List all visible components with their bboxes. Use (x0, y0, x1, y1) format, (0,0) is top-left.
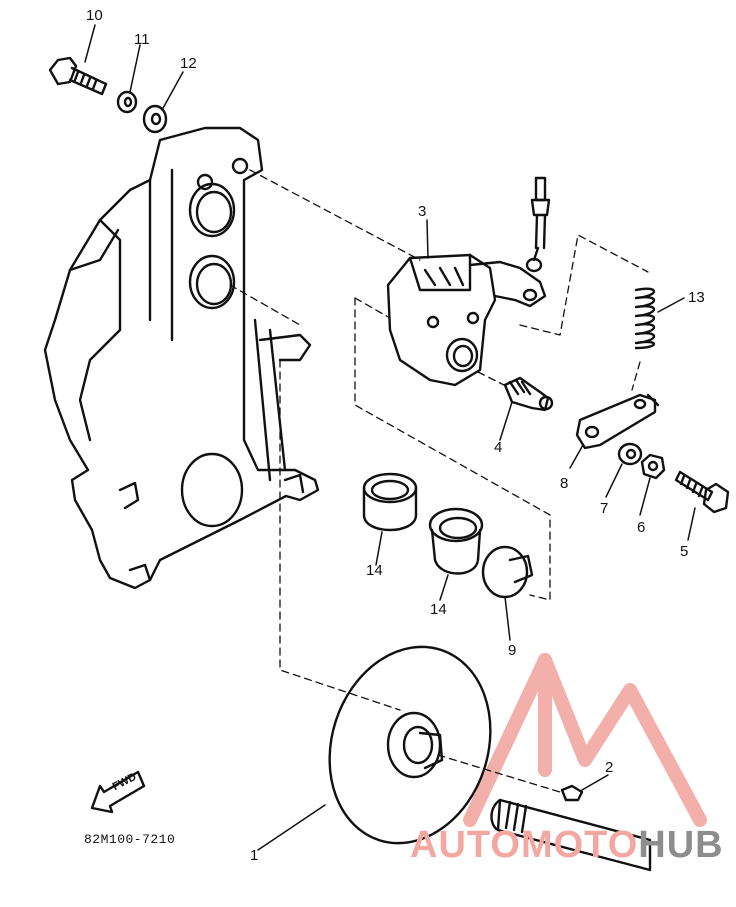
callout-9: 9 (508, 642, 517, 659)
part-12-washer (142, 104, 168, 134)
part-10-bolt (48, 56, 108, 96)
housing-cover (43, 126, 320, 590)
assembly-dashed-lines (229, 169, 649, 793)
callout-11: 11 (134, 31, 150, 48)
callout-8: 8 (560, 475, 569, 492)
callout-4: 4 (494, 439, 503, 456)
part-9-cam (481, 545, 534, 599)
part-11-lock-washer (116, 90, 138, 114)
part-14-bushing-lower (428, 507, 484, 575)
part-6-nut (640, 453, 666, 480)
callout-13: 13 (688, 289, 705, 306)
throttle-cable (525, 176, 551, 273)
callout-14-lower: 14 (430, 601, 447, 618)
fwd-arrow-icon (90, 770, 146, 814)
callout-2: 2 (605, 759, 614, 776)
callout-10: 10 (86, 7, 103, 24)
part-4-adjuster (503, 376, 554, 412)
callout-6: 6 (637, 519, 646, 536)
part-14-bushing-upper (362, 472, 418, 532)
part-7-washer (617, 442, 643, 466)
part-3-lever-housing (386, 253, 547, 387)
diagram-code: 82M100-7210 (84, 832, 176, 847)
watermark-part-1: AUTO (410, 824, 521, 866)
callout-12: 12 (180, 55, 197, 72)
callout-3: 3 (418, 203, 427, 220)
callout-5: 5 (680, 543, 689, 560)
watermark-part-3: HUB (638, 824, 724, 866)
watermark-part-2: MOTO (520, 824, 639, 866)
callout-1: 1 (250, 847, 259, 864)
watermark-logo-shape (463, 653, 707, 827)
watermark-text: AUTOMOTOHUB (410, 824, 724, 867)
part-2-key (560, 784, 584, 802)
shaft (490, 798, 652, 872)
callout-leaders (84, 24, 696, 851)
callout-7: 7 (600, 500, 609, 517)
part-5-bolt (674, 470, 730, 514)
part-13-spring (634, 287, 656, 350)
callout-14-upper: 14 (366, 562, 383, 579)
part-8-lever-arm (575, 393, 660, 450)
